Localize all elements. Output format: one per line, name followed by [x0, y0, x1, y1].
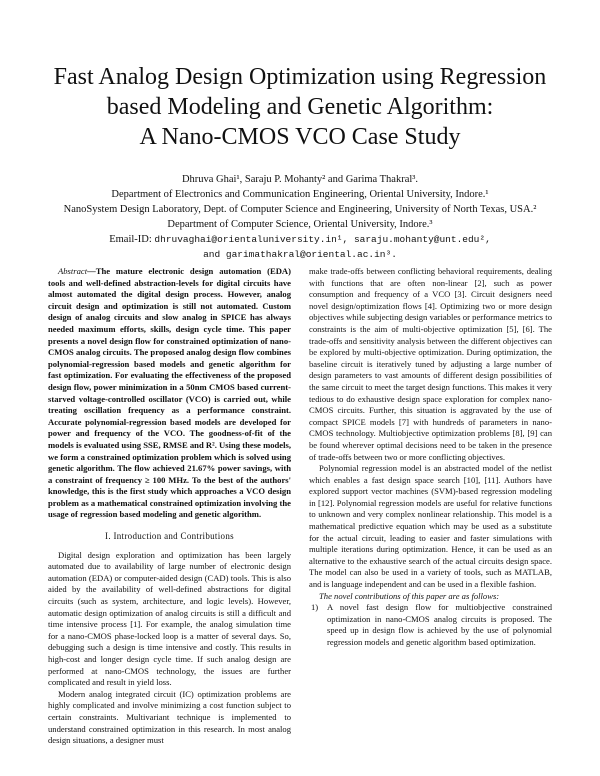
intro-paragraph: Modern analog integrated circuit (IC) op… — [48, 688, 291, 746]
title-line: based Modeling and Genetic Algorithm: — [106, 94, 494, 120]
section-heading: I. Introduction and Contributions — [105, 531, 234, 542]
intro-paragraph: Polynomial regression model is an abstra… — [309, 463, 552, 590]
email-label: Email-ID: — [109, 234, 155, 245]
paper-title: Fast Analog Design Optimization using Re… — [48, 62, 552, 152]
affiliation: Department of Computer Science, Oriental… — [167, 219, 433, 230]
affiliation: NanoSystem Design Laboratory, Dept. of C… — [63, 204, 537, 215]
intro-paragraph: make trade-offs between conflicting beha… — [309, 266, 552, 462]
left-column: Abstract—The mature electronic design au… — [48, 266, 291, 747]
abstract-text: —The mature electronic design automation… — [48, 266, 291, 520]
contributions-list: 1) A novel fast design flow for multiobj… — [309, 602, 552, 648]
contribution-text: A novel fast design flow for multiobject… — [327, 602, 552, 647]
title-line: A Nano-CMOS VCO Case Study — [139, 124, 461, 150]
author-list: Dhruva Ghai¹, Saraju P. Mohanty² and Gar… — [181, 174, 419, 185]
email-addresses: dhruvaghai@orientaluniversity.in¹, saraj… — [154, 234, 491, 245]
contribution-number: 1) — [311, 602, 319, 613]
email-line: Email-ID: dhruvaghai@orientaluniversity.… — [48, 232, 552, 247]
email-addresses-continued: and garimathakral@oriental.ac.in³. — [203, 249, 397, 260]
abstract-lead: Abstract — [58, 266, 88, 276]
intro-paragraph: Digital design exploration and optimizat… — [48, 549, 291, 688]
contributions-intro: The novel contributions of this paper ar… — [319, 590, 500, 601]
abstract: Abstract—The mature electronic design au… — [48, 266, 291, 521]
right-column: make trade-offs between conflicting beha… — [309, 266, 552, 747]
body-columns: Abstract—The mature electronic design au… — [48, 266, 552, 747]
title-line: Fast Analog Design Optimization using Re… — [53, 64, 547, 90]
affiliation: Department of Electronics and Communicat… — [111, 189, 489, 200]
contribution-item: 1) A novel fast design flow for multiobj… — [309, 602, 552, 648]
